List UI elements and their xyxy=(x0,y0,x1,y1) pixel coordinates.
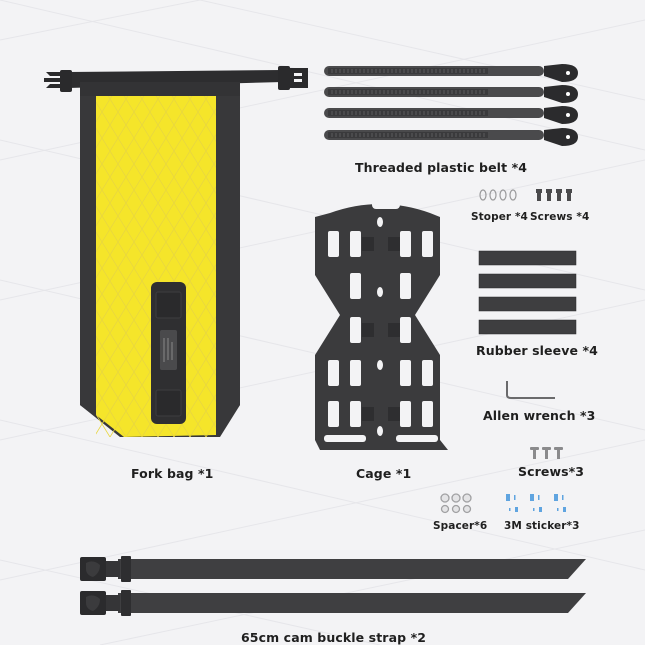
fork-bag-icon xyxy=(44,66,308,437)
cam-buckle-strap-icon xyxy=(80,556,586,616)
threaded-belt-icon xyxy=(323,63,579,147)
sticker-label: 3M sticker*3 xyxy=(504,520,580,532)
spacer-icon xyxy=(440,493,472,514)
spacer-label: Spacer*6 xyxy=(433,520,488,532)
allen-wrench-label: Allen wrench *3 xyxy=(483,408,596,423)
fork-bag-label: Fork bag *1 xyxy=(131,466,214,481)
stoper-label: Stoper *4 xyxy=(471,211,528,223)
cage-icon xyxy=(315,200,448,450)
cam-strap-label: 65cm cam buckle strap *2 xyxy=(241,630,427,645)
rubber-sleeve-icon xyxy=(478,250,577,335)
stoper-icon xyxy=(479,189,517,201)
sticker-icon xyxy=(506,494,566,512)
screw-icon xyxy=(530,447,563,459)
rubber-sleeve-label: Rubber sleeve *4 xyxy=(476,343,598,358)
threaded-belt-label: Threaded plastic belt *4 xyxy=(355,160,528,175)
screw-icon xyxy=(536,189,572,201)
allen-wrench-icon xyxy=(506,381,555,399)
cage-label: Cage *1 xyxy=(356,466,412,481)
screws-4-label: Screws *4 xyxy=(530,211,590,223)
screws-3-label: Screws*3 xyxy=(518,464,585,479)
